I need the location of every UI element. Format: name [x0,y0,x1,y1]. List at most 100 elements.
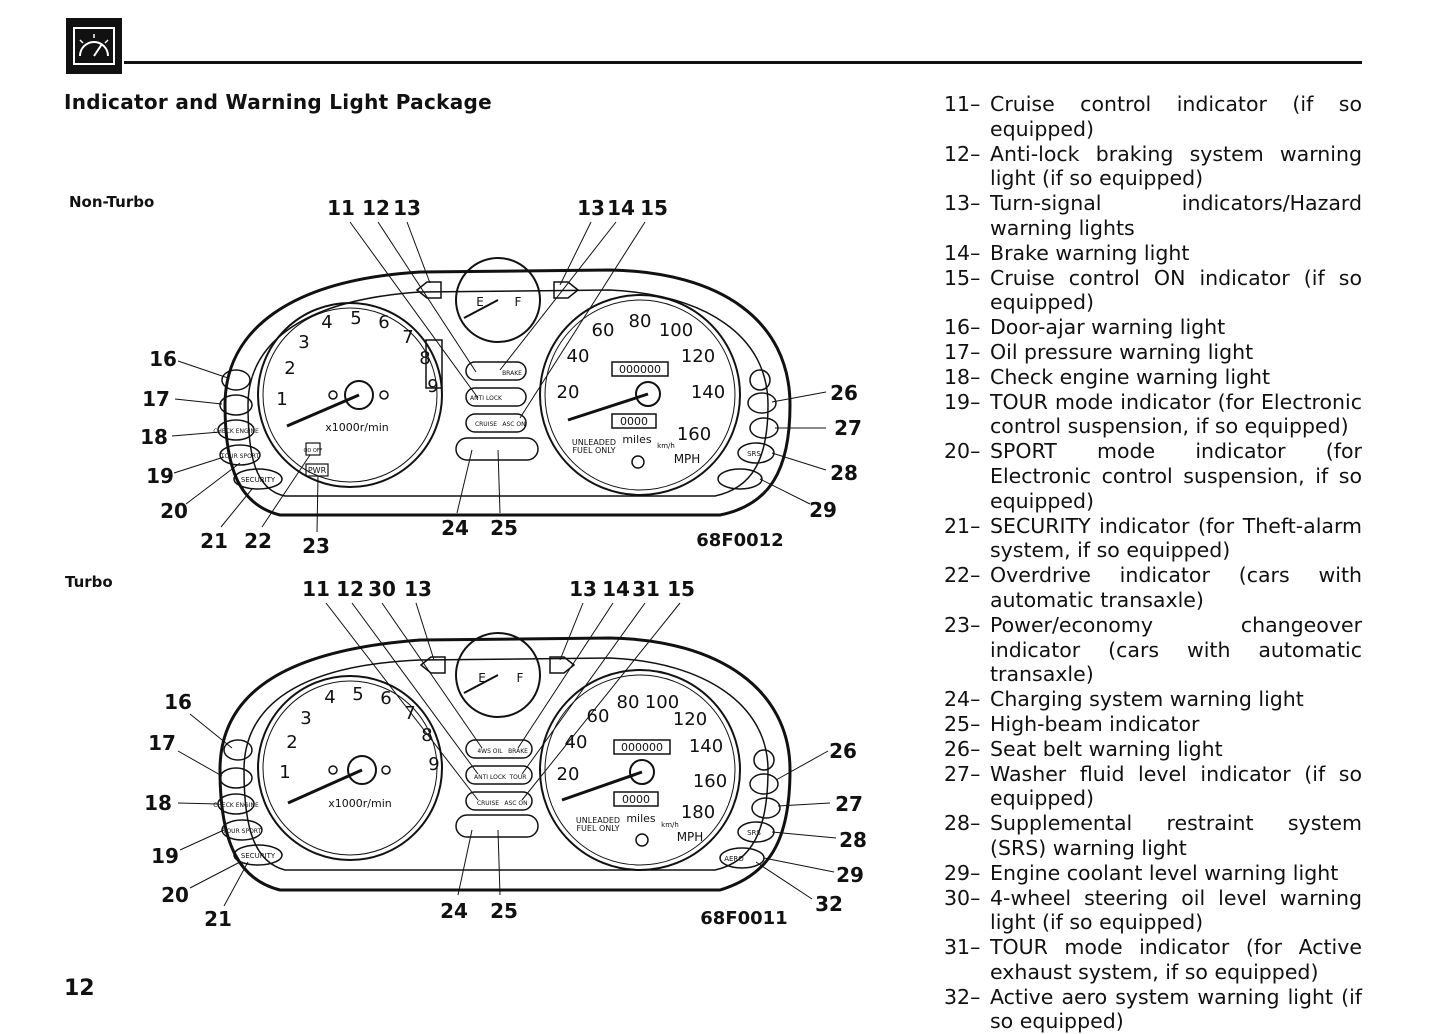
asc-on-lamp-label: ASC ON [504,800,527,807]
legend-item: 27–Washer fluid level indicator (if so e… [944,762,1362,812]
legend-item-number: 32– [944,984,981,1009]
speed-number: 100 [659,320,693,341]
legend-item-number: 30– [944,885,981,910]
tach-number: 6 [378,312,389,333]
legend-item-text: Cruise control ON indicator (if so equip… [990,265,1362,315]
callout-number: 26 [829,739,857,763]
callout-number: 16 [164,690,192,714]
asc-on-lamp-label: ASC ON [502,421,525,428]
speedometer-icon [66,18,122,74]
turn-right-icon [553,281,580,299]
fuel-gauge-turbo [455,632,541,718]
4ws-oil-lamp-label: 4WS OIL [477,748,503,755]
legend-item: 25– High-beam indicator [944,712,1362,737]
legend-item-text: TOUR mode indicator (for Active exhaust … [990,935,1362,984]
legend-item-number: 12– [944,141,981,166]
cruise-lamp-label: CRUISE [477,800,499,807]
security-lamp-label: SECURITY [241,476,276,484]
legend-item-number: 21– [944,513,981,538]
callout-number: 22 [244,529,272,553]
legend-item: 21–SECURITY indicator (for Theft-alarm s… [944,514,1362,564]
legend-item-text: SPORT mode indicator (for Electronic con… [990,439,1362,513]
legend-item-number: 23– [944,612,981,637]
legend-item-number: 25– [944,711,981,736]
legend-item-text: Cruise control indicator (if so equipped… [990,92,1362,141]
callout-number: 15 [640,196,668,220]
brake-lamp-label: BRAKE [508,748,528,755]
turn-left-icon [415,281,442,299]
callout-number: 17 [148,731,176,755]
callout-number: 28 [830,461,858,485]
check-engine-lamp-label: CHECK ENGINE [213,802,259,809]
legend-item: 12– Anti-lock braking system warning ligh… [944,142,1362,192]
callout-number: 27 [835,792,863,816]
legend-item-text: Brake warning light [990,240,1190,265]
legend-item-number: 17– [944,339,981,364]
non-turbo-label: Non-Turbo [69,193,155,211]
tach-number: 1 [279,762,290,783]
tach-number: 4 [321,312,332,333]
fuel-gauge [455,257,541,343]
fuel-empty-label: E [478,671,486,685]
legend-item-text: Power/economy changeover indicator (cars… [990,612,1362,687]
tach-number: 6 [380,688,391,709]
legend-item-number: 16– [944,315,981,340]
speed-number: 140 [689,736,723,757]
callout-number: 32 [815,892,843,916]
callout-number: 31 [632,577,660,601]
tach-number: 8 [419,348,430,369]
odometer: 000000 [619,363,661,376]
callout-number: 20 [161,883,189,907]
speed-number: 20 [557,764,580,785]
callout-number: 24 [440,899,468,923]
brake-lamp-label: BRAKE [502,370,522,377]
speed-number: 100 [645,692,679,713]
legend-item-text: Check engine warning light [990,364,1271,389]
callout-number: 29 [836,863,864,887]
callout-number: 13 [577,196,605,220]
callout-number: 14 [607,196,635,220]
legend-item-number: 13– [944,191,981,216]
speed-number: 140 [691,382,725,403]
callout-number: 23 [302,534,330,558]
speedometer-dial [539,294,741,496]
callout-number: 12 [362,196,390,220]
tour-sport-lamp-label: TOUR SPORT [222,828,262,835]
fuel-empty-label: E [476,295,484,309]
legend-item-text: Door-ajar warning light [990,315,1226,340]
fuel-only-label: FUEL ONLY [572,446,615,455]
legend-item-text: Oil pressure warning light [990,339,1254,364]
callout-number: 19 [151,844,179,868]
unleaded-label: UNLEADED [576,816,620,825]
tach-number: 3 [298,332,309,353]
speed-number: 120 [681,346,715,367]
speed-number: 120 [673,709,707,730]
legend-item-text: High-beam indicator [990,711,1200,736]
trip-meter: 0000 [620,415,648,428]
legend-item-text: Anti-lock braking system warning light (… [990,141,1362,191]
callout-number: 13 [404,577,432,601]
tach-number: 3 [300,708,311,729]
legend-item-number: 22– [944,563,981,588]
security-lamp-label: SECURITY [241,852,276,860]
callout-number: 25 [490,899,518,923]
tach-unit: x1000r/min [328,797,392,810]
legend-item-text: Seat belt warning light [990,736,1223,761]
callout-number: 18 [144,791,172,815]
speed-number: 60 [592,320,615,341]
fuel-full-label: F [517,671,524,685]
anti-lock-lamp-label: ANTI LOCK [470,395,503,402]
speedometer-dial-turbo [539,669,741,871]
legend-item: 19–TOUR mode indicator (for Electronic c… [944,390,1362,440]
callout-number: 13 [569,577,597,601]
check-engine-lamp-label: CHECK ENGINE [213,428,259,435]
callout-number: 17 [142,387,170,411]
legend-item-number: 31– [944,935,981,960]
callout-number: 21 [204,907,232,931]
legend-item-text: Washer fluid level indicator (if so equi… [990,761,1362,811]
tachometer-dial [257,302,443,488]
legend-item-text: Charging system warning light [990,687,1304,712]
miles-label: miles [626,812,656,825]
instrument-cluster-diagrams: 1112131314151617181920212223242526272829… [140,196,867,931]
kmh-label: km/h [661,821,679,829]
